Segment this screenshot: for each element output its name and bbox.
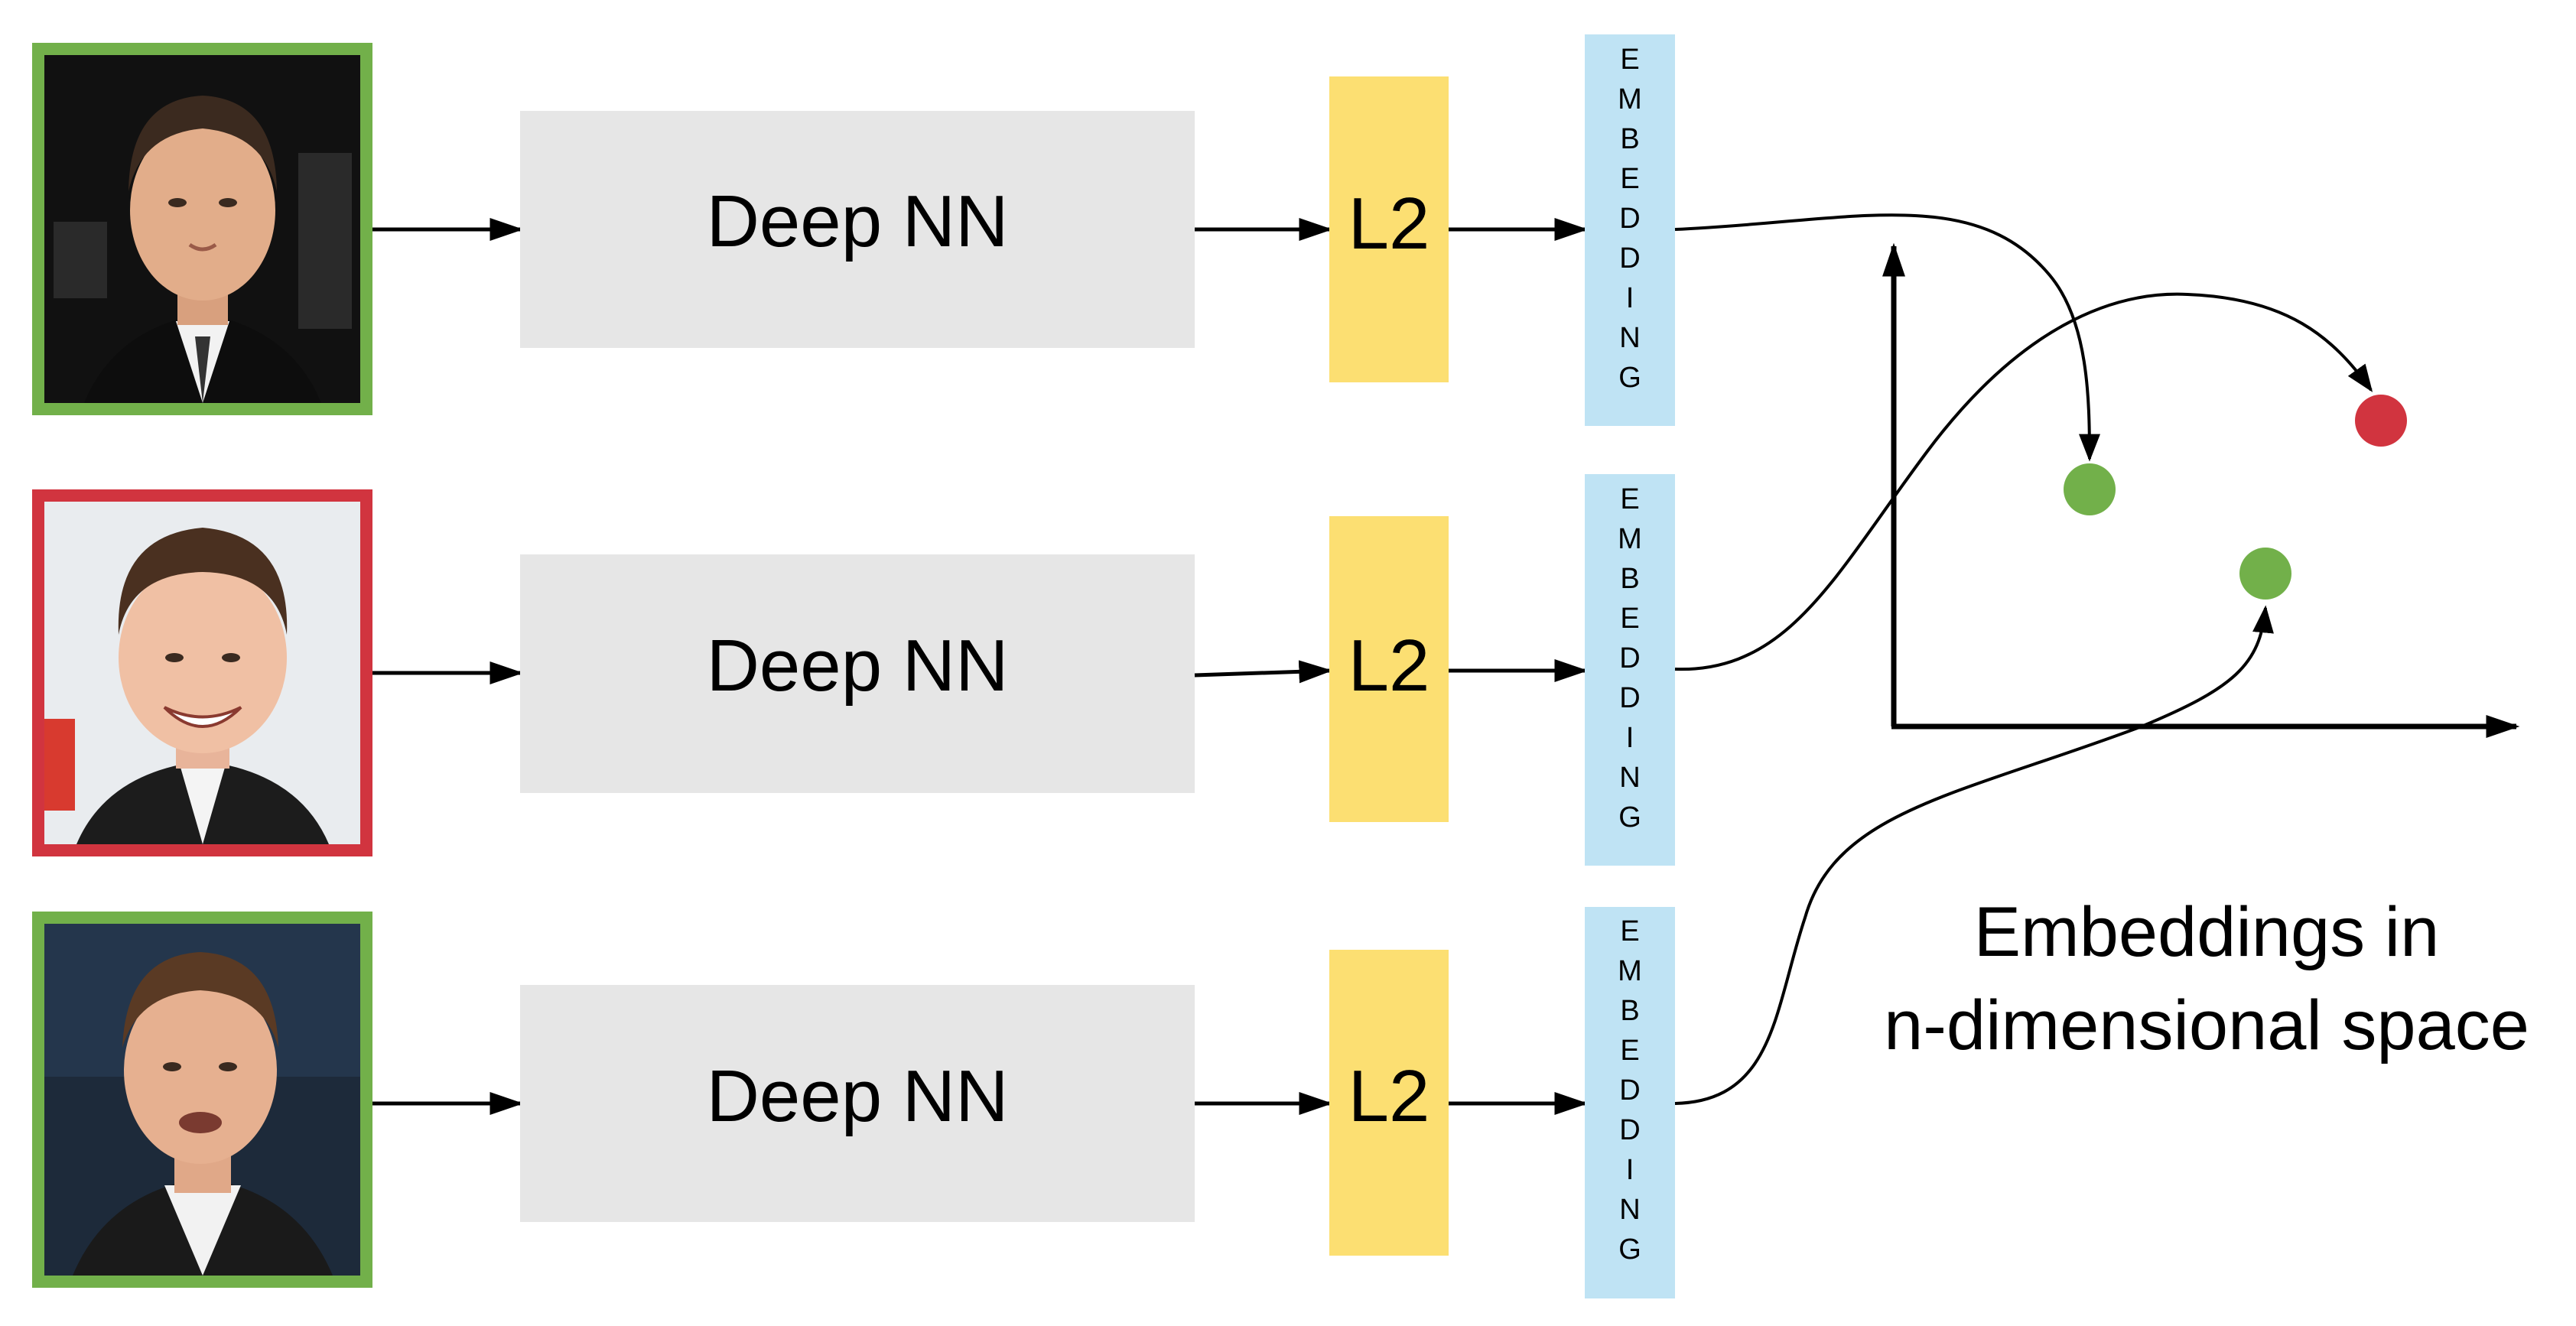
l2-label-2: L2 bbox=[1348, 625, 1430, 707]
deep-nn-box-3 bbox=[520, 985, 1195, 1222]
curve-embedding-3-to-point bbox=[1674, 605, 2274, 1105]
embedding-box-2 bbox=[1585, 474, 1675, 866]
l2-box-2 bbox=[1329, 516, 1449, 822]
deep-nn-label-2: Deep NN bbox=[707, 625, 1009, 707]
l2-box-1 bbox=[1329, 76, 1449, 382]
caption-line-1: Embeddings in bbox=[1974, 893, 2440, 971]
embedding-point-red bbox=[2355, 395, 2407, 447]
l2-box-3 bbox=[1329, 950, 1449, 1256]
person-portrait-3-icon bbox=[44, 924, 360, 1276]
deep-nn-label-3: Deep NN bbox=[707, 1055, 1009, 1137]
embedding-box-1 bbox=[1585, 34, 1675, 426]
deep-nn-box-2 bbox=[520, 554, 1195, 793]
l2-label-1: L2 bbox=[1348, 183, 1430, 265]
arrow-nn-to-l2-2 bbox=[1194, 660, 1333, 684]
curve-embedding-1-to-point bbox=[1674, 213, 2100, 462]
person-portrait-1-icon bbox=[44, 55, 360, 403]
l2-label-3: L2 bbox=[1348, 1055, 1430, 1137]
deep-nn-label-1: Deep NN bbox=[707, 180, 1009, 262]
embedding-point-green-1 bbox=[2064, 463, 2116, 515]
deep-nn-box-1 bbox=[520, 111, 1195, 348]
person-portrait-2-icon bbox=[44, 502, 360, 844]
caption-line-2: n-dimensional space bbox=[1884, 986, 2529, 1064]
embedding-box-3 bbox=[1585, 907, 1675, 1298]
embedding-point-green-2 bbox=[2239, 548, 2291, 600]
embedding-space-plot: Embeddings in n-dimensional space bbox=[1674, 213, 2529, 1105]
curve-embedding-2-to-point bbox=[1674, 292, 2373, 671]
